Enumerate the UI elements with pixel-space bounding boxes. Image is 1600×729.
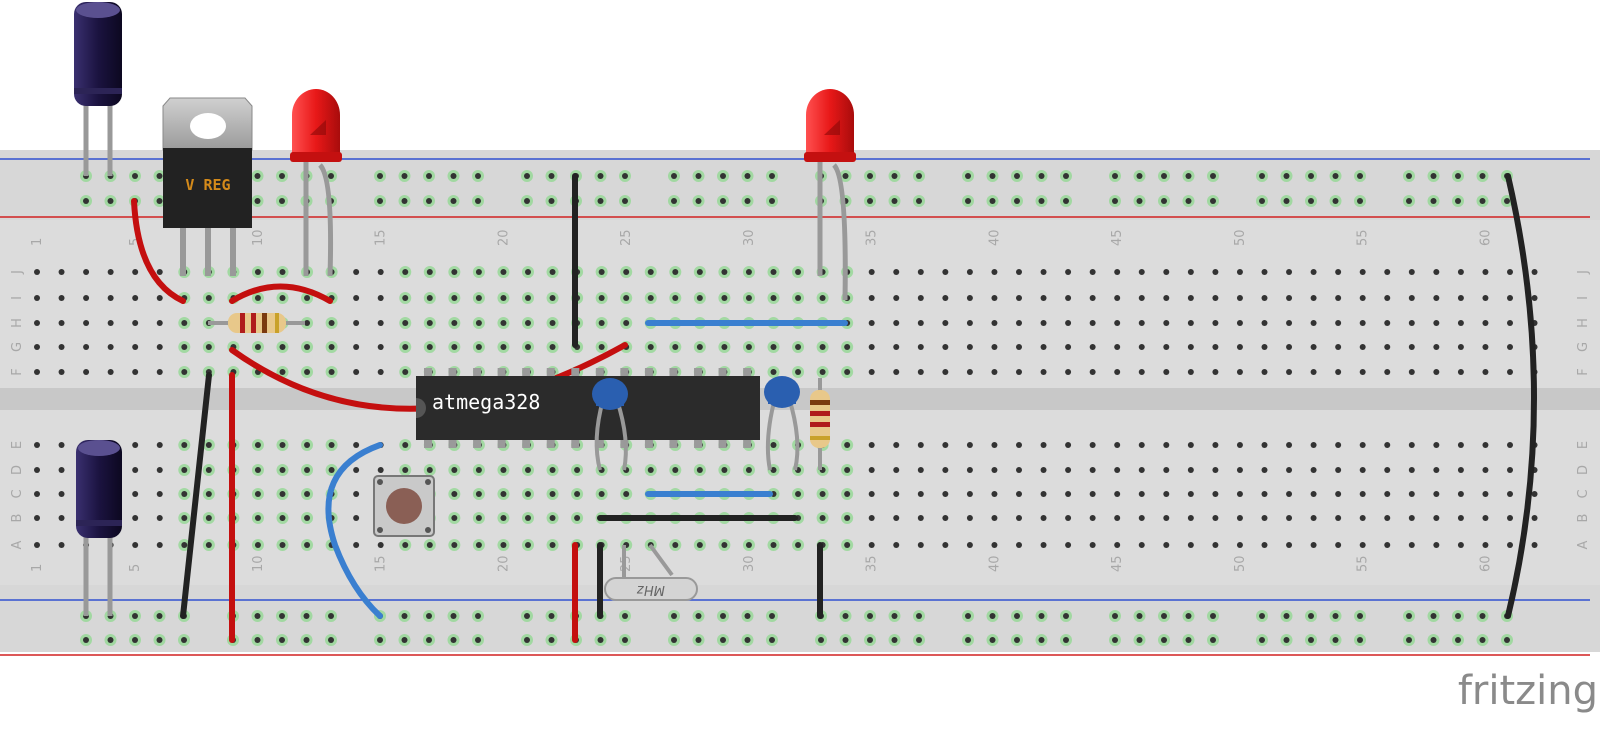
row-letter: I bbox=[1576, 296, 1591, 300]
column-number: 60 bbox=[1478, 229, 1493, 246]
resistor-horizontal[interactable] bbox=[208, 313, 305, 333]
column-number: 1 bbox=[30, 564, 45, 572]
row-letter: A bbox=[10, 540, 25, 549]
crystal-oscillator[interactable]: MHz bbox=[604, 543, 698, 601]
column-number: 25 bbox=[619, 555, 634, 572]
row-letter: E bbox=[1576, 441, 1591, 449]
ceramic-capacitor-left[interactable] bbox=[592, 378, 628, 471]
row-letter: C bbox=[10, 489, 25, 498]
resistor-vertical[interactable] bbox=[810, 378, 830, 470]
row-letter: B bbox=[1576, 514, 1591, 523]
column-number: 15 bbox=[374, 229, 389, 246]
crystal-label: MHz bbox=[636, 582, 665, 597]
row-letter: E bbox=[10, 441, 25, 449]
column-number: 20 bbox=[496, 229, 511, 246]
column-number: 5 bbox=[128, 238, 143, 246]
row-letter: B bbox=[10, 514, 25, 523]
column-number: 35 bbox=[865, 229, 880, 246]
column-number: 55 bbox=[1356, 229, 1371, 246]
led-left[interactable] bbox=[290, 89, 342, 277]
row-letter: G bbox=[1576, 342, 1591, 352]
row-letter: J bbox=[1576, 270, 1591, 275]
row-letter: H bbox=[1576, 318, 1591, 328]
column-number: 1 bbox=[30, 238, 45, 246]
red-wire-to-chip[interactable] bbox=[229, 342, 628, 412]
column-number: 10 bbox=[251, 229, 266, 246]
column-number: 45 bbox=[1110, 229, 1125, 246]
red-wire-rail-to-regulator[interactable] bbox=[131, 198, 186, 304]
column-number: 25 bbox=[619, 229, 634, 246]
row-letter: J bbox=[10, 270, 25, 275]
row-letter: F bbox=[1576, 368, 1591, 375]
column-number: 60 bbox=[1478, 555, 1493, 572]
column-number: 50 bbox=[1233, 229, 1248, 246]
row-letter: H bbox=[10, 318, 25, 328]
row-letter: D bbox=[1576, 465, 1591, 475]
wires bbox=[131, 173, 1537, 643]
row-letter: G bbox=[10, 342, 25, 352]
column-number: 5 bbox=[128, 564, 143, 572]
column-number: 55 bbox=[1356, 555, 1371, 572]
column-number: 50 bbox=[1233, 555, 1248, 572]
ceramic-capacitor-right[interactable] bbox=[764, 376, 800, 471]
column-number: 15 bbox=[374, 555, 389, 572]
row-letter: F bbox=[10, 368, 25, 375]
electrolytic-capacitor-top[interactable] bbox=[74, 2, 122, 176]
column-number: 30 bbox=[742, 555, 757, 572]
row-letter: D bbox=[10, 465, 25, 475]
column-number: 40 bbox=[987, 229, 1002, 246]
chip-label: atmega328 bbox=[432, 390, 540, 414]
top-power-rail bbox=[0, 150, 1600, 220]
breadboard-labels: 1155101015152020252530303535404045455050… bbox=[10, 229, 1591, 572]
column-number: 30 bbox=[742, 229, 757, 246]
black-wire-ground-left[interactable] bbox=[180, 372, 212, 619]
center-channel bbox=[0, 388, 1600, 410]
regulator-label: V REG bbox=[185, 176, 230, 194]
column-number: 20 bbox=[496, 555, 511, 572]
blue-wire-reset[interactable] bbox=[325, 442, 383, 619]
red-wire-jumper-top[interactable] bbox=[229, 283, 333, 304]
row-letter: A bbox=[1576, 540, 1591, 549]
push-button[interactable] bbox=[373, 475, 435, 537]
row-letter: I bbox=[10, 296, 25, 300]
electrolytic-capacitor-bottom[interactable] bbox=[76, 440, 122, 616]
led-right[interactable] bbox=[804, 89, 856, 301]
column-number: 45 bbox=[1110, 555, 1125, 572]
microcontroller-chip[interactable]: atmega328 bbox=[416, 368, 760, 448]
column-number: 35 bbox=[865, 555, 880, 572]
black-wire-rail-link[interactable] bbox=[1505, 173, 1537, 619]
row-letter: C bbox=[1576, 489, 1591, 498]
column-number: 40 bbox=[987, 555, 1002, 572]
voltage-regulator[interactable]: V REG bbox=[162, 97, 253, 276]
column-number: 10 bbox=[251, 555, 266, 572]
fritzing-logo: fritzing bbox=[1457, 668, 1598, 714]
